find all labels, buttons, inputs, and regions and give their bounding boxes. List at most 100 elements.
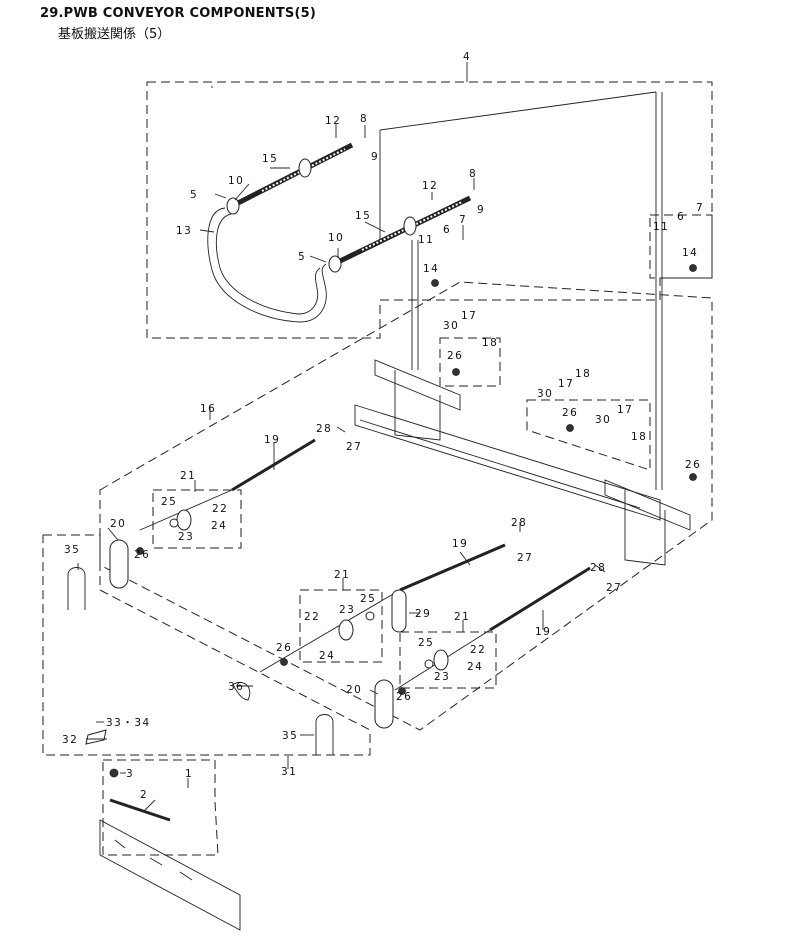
group-16-boundary xyxy=(99,281,713,731)
callout-26a: 26 xyxy=(447,350,463,362)
plate-1-holes xyxy=(114,839,193,881)
callout-11a: 11 xyxy=(418,234,434,246)
ball-screw-15a-thread xyxy=(261,148,346,192)
callout-20b: 20 xyxy=(346,684,362,696)
callout-25c: 25 xyxy=(418,637,434,649)
strip-2 xyxy=(109,798,171,822)
callout-17c: 17 xyxy=(617,404,633,416)
nut-14b xyxy=(689,264,697,272)
callout-23c: 23 xyxy=(434,671,450,683)
callout-12b: 12 xyxy=(422,180,438,192)
callout-23b: 23 xyxy=(339,604,355,616)
pulley-10b xyxy=(328,255,342,273)
callout-14a: 14 xyxy=(423,263,439,275)
callout-35a: 35 xyxy=(64,544,80,556)
callout-31: 31 xyxy=(281,766,297,778)
callout-32: 32 xyxy=(62,734,78,746)
callout-10a: 10 xyxy=(228,175,244,187)
belt-36 xyxy=(232,681,251,701)
ball-screw-15b xyxy=(336,195,472,265)
callout-30b: 30 xyxy=(537,388,553,400)
callout-11b: 11 xyxy=(653,221,669,233)
callout-30a: 30 xyxy=(443,320,459,332)
callout-8b: 8 xyxy=(469,168,477,180)
callout-25a: 25 xyxy=(161,496,177,508)
callout-3334: 33・34 xyxy=(106,717,151,729)
frame-upright-right xyxy=(604,479,691,531)
frame-upright-left-leg xyxy=(394,370,441,441)
callout-5a: 5 xyxy=(190,189,198,201)
callout-13: 13 xyxy=(176,225,192,237)
pulley-10a xyxy=(226,197,240,215)
callout-21a: 21 xyxy=(180,470,196,482)
callout-12a: 12 xyxy=(325,115,341,127)
callout-5b: 5 xyxy=(298,251,306,263)
callout-24b: 24 xyxy=(319,650,335,662)
group-21-left-boundary xyxy=(152,489,242,549)
callout-19c: 19 xyxy=(535,626,551,638)
callout-16: 16 xyxy=(200,403,216,415)
callout-4: 4 xyxy=(463,51,471,63)
nut-14a xyxy=(431,279,439,287)
group-4-boundary xyxy=(146,81,713,339)
pulley-23-right xyxy=(433,649,449,671)
frame-upright-left xyxy=(374,359,461,411)
nut-26a xyxy=(452,368,460,376)
callout-28b: 28 xyxy=(511,517,527,529)
callout-28a: 28 xyxy=(316,423,332,435)
callout-22a: 22 xyxy=(212,503,228,515)
callout-35b: 35 xyxy=(282,730,298,742)
bolt-3 xyxy=(109,768,119,778)
bracket-35-right xyxy=(315,714,334,755)
page-subtitle: 基板搬送関係（5） xyxy=(58,27,171,42)
pulley-23-left xyxy=(176,509,192,531)
callout-7b: 7 xyxy=(696,202,704,214)
nut-26e xyxy=(280,658,288,666)
collar-25-center xyxy=(365,611,375,621)
group-30-17-18-boundary xyxy=(439,337,501,387)
callout-3: 3 xyxy=(126,768,134,780)
callout-27c: 27 xyxy=(606,582,622,594)
nut-15a xyxy=(298,158,312,178)
callout-19a: 19 xyxy=(264,434,280,446)
callout-6b: 6 xyxy=(677,211,685,223)
callout-18a: 18 xyxy=(482,337,498,349)
callout-21b: 21 xyxy=(334,569,350,581)
callout-14b: 14 xyxy=(682,247,698,259)
plate-1 xyxy=(99,819,241,931)
callout-24c: 24 xyxy=(467,661,483,673)
callout-26c: 26 xyxy=(685,459,701,471)
collar-25-right xyxy=(424,659,434,669)
callout-28c: 28 xyxy=(590,562,606,574)
group-1-boundary xyxy=(102,759,219,856)
page-title: 29.PWB CONVEYOR COMPONENTS(5) xyxy=(40,6,316,21)
callout-20a: 20 xyxy=(110,518,126,530)
callout-22c: 22 xyxy=(470,644,486,656)
nut-26b xyxy=(566,424,574,432)
callout-27a: 27 xyxy=(346,441,362,453)
shaft-19-center xyxy=(399,543,506,592)
callout-36: 36 xyxy=(228,681,244,693)
bracket-35-left xyxy=(67,567,86,610)
frame-rail-front xyxy=(354,404,661,521)
frame-top-edge xyxy=(379,91,657,131)
callout-2: 2 xyxy=(140,789,148,801)
callout-18b: 18 xyxy=(575,368,591,380)
callout-26d: 26 xyxy=(134,549,150,561)
callout-26f: 26 xyxy=(396,691,412,703)
pulley-23-center xyxy=(338,619,354,641)
ball-screw-15b-thread xyxy=(361,201,463,251)
belt-29 xyxy=(391,589,407,633)
callout-10b: 10 xyxy=(328,232,344,244)
nut-26f xyxy=(398,687,406,695)
frame-rail-back xyxy=(359,419,641,509)
leader-lines xyxy=(77,62,606,811)
callout-15b: 15 xyxy=(355,210,371,222)
shaft-19-left xyxy=(231,438,316,492)
callout-9a: 9 xyxy=(371,151,379,163)
callout-15a: 15 xyxy=(262,153,278,165)
callout-29: 29 xyxy=(415,608,431,620)
callout-22b: 22 xyxy=(304,611,320,623)
callout-9b: 9 xyxy=(477,204,485,216)
